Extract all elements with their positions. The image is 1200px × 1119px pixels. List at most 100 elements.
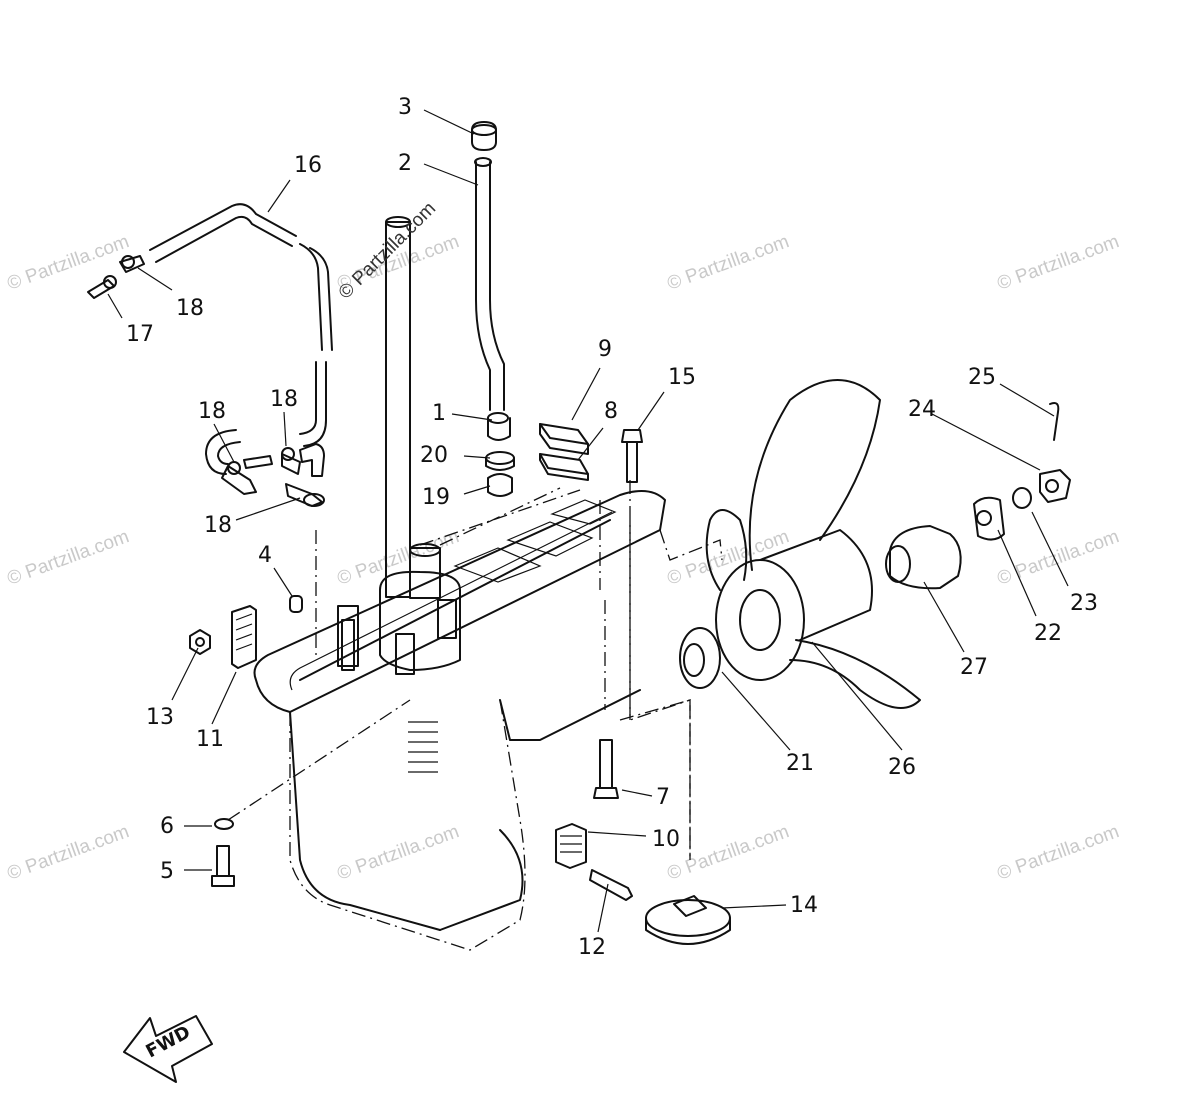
callout-21: 21 bbox=[721, 671, 814, 776]
watermark-layer: © Partzilla.com © Partzilla.com © Partzill… bbox=[5, 231, 1122, 885]
watermark-text: © Partzilla.com bbox=[665, 231, 792, 295]
callout-2: 2 bbox=[398, 151, 479, 186]
callout-number: 11 bbox=[196, 727, 224, 752]
callout-number: 9 bbox=[598, 337, 612, 362]
callout-number: 13 bbox=[146, 705, 174, 730]
callout-18: 18 bbox=[270, 387, 298, 447]
callout-leader bbox=[451, 413, 493, 421]
watermark-text: © Partzilla.com bbox=[335, 821, 462, 885]
callout-leader bbox=[923, 581, 965, 653]
callout-leader bbox=[211, 671, 237, 725]
callout-18: 18 bbox=[137, 267, 204, 321]
callout-13: 13 bbox=[146, 647, 199, 730]
callout-27: 27 bbox=[923, 581, 988, 680]
hose bbox=[149, 203, 333, 477]
callout-number: 16 bbox=[294, 153, 322, 178]
callout-leader bbox=[235, 497, 301, 521]
water-tube bbox=[471, 121, 515, 497]
callout-23: 23 bbox=[1031, 511, 1098, 616]
watermark-text: © Partzilla.com bbox=[5, 821, 132, 885]
callout-leader bbox=[997, 529, 1037, 617]
callout-number: 15 bbox=[668, 365, 696, 390]
watermark-text: © Partzilla.com bbox=[995, 526, 1122, 590]
callout-6: 6 bbox=[160, 814, 212, 839]
callout-leader bbox=[999, 383, 1055, 417]
callout-number: 26 bbox=[888, 755, 916, 780]
callout-22: 22 bbox=[997, 529, 1062, 646]
watermark-text: © Partzilla.com bbox=[665, 821, 792, 885]
callout-17: 17 bbox=[107, 293, 154, 347]
callout-number: 18 bbox=[204, 513, 232, 538]
callout-number: 18 bbox=[198, 399, 226, 424]
callout-leader bbox=[597, 883, 609, 933]
propeller-assembly bbox=[679, 379, 1071, 709]
callout-19: 19 bbox=[422, 485, 491, 510]
callout-15: 15 bbox=[637, 365, 696, 431]
callout-number: 1 bbox=[432, 401, 446, 426]
callout-leader bbox=[621, 789, 653, 797]
callout-1: 1 bbox=[432, 401, 493, 426]
callout-16: 16 bbox=[267, 153, 322, 213]
callout-number: 6 bbox=[160, 814, 174, 839]
callout-number: 2 bbox=[398, 151, 412, 176]
fwd-label: FWD bbox=[142, 1022, 193, 1063]
fwd-arrow: FWD bbox=[123, 1015, 213, 1083]
callout-number: 3 bbox=[398, 95, 412, 120]
callout-9: 9 bbox=[571, 337, 612, 421]
callout-leader bbox=[637, 391, 665, 431]
callout-leader bbox=[463, 485, 491, 495]
callout-leader bbox=[423, 109, 475, 135]
small-parts bbox=[189, 595, 731, 945]
callout-leader bbox=[587, 831, 647, 837]
callout-leader bbox=[171, 647, 199, 701]
callout-leader bbox=[571, 367, 601, 421]
callout-number: 25 bbox=[968, 365, 996, 390]
callout-leader bbox=[931, 413, 1041, 471]
callout-number: 19 bbox=[422, 485, 450, 510]
callout-leader bbox=[273, 567, 293, 597]
callout-number: 5 bbox=[160, 859, 174, 884]
watermark-text: © Partzilla.com bbox=[5, 526, 132, 590]
callout-20: 20 bbox=[420, 443, 491, 468]
callout-12: 12 bbox=[578, 883, 609, 960]
callout-11: 11 bbox=[196, 671, 237, 752]
callout-leader bbox=[107, 293, 123, 319]
callout-26: 26 bbox=[811, 641, 916, 780]
watermark-text: © Partzilla.com bbox=[995, 821, 1122, 885]
callout-10: 10 bbox=[587, 827, 680, 852]
callout-number: 22 bbox=[1034, 621, 1062, 646]
callout-8: 8 bbox=[577, 399, 618, 461]
callout-24: 24 bbox=[908, 397, 1041, 471]
callout-number: 4 bbox=[258, 543, 272, 568]
callout-leader bbox=[463, 455, 491, 459]
callout-leader bbox=[137, 267, 173, 291]
drive-shaft bbox=[385, 216, 411, 598]
callout-leader bbox=[721, 671, 791, 751]
callout-25: 25 bbox=[968, 365, 1055, 417]
callout-number: 23 bbox=[1070, 591, 1098, 616]
callout-number: 18 bbox=[270, 387, 298, 412]
hose-clips bbox=[87, 255, 325, 507]
callout-leader bbox=[811, 641, 903, 751]
callout-18: 18 bbox=[198, 399, 235, 463]
callout-leader bbox=[423, 163, 479, 186]
callout-7: 7 bbox=[621, 785, 670, 810]
callout-number: 18 bbox=[176, 296, 204, 321]
callout-leader bbox=[283, 411, 287, 447]
callout-number: 7 bbox=[656, 785, 670, 810]
callout-3: 3 bbox=[398, 95, 475, 135]
callout-14: 14 bbox=[721, 893, 818, 918]
rubber-plates bbox=[539, 423, 589, 481]
bolt bbox=[621, 429, 643, 483]
callout-18: 18 bbox=[204, 497, 301, 538]
callout-number: 14 bbox=[790, 893, 818, 918]
callout-number: 17 bbox=[126, 322, 154, 347]
callout-number: 20 bbox=[420, 443, 448, 468]
callout-number: 8 bbox=[604, 399, 618, 424]
callout-5: 5 bbox=[160, 859, 212, 884]
callout-number: 24 bbox=[908, 397, 936, 422]
watermark-text: © Partzilla.com bbox=[995, 231, 1122, 295]
callout-4: 4 bbox=[258, 543, 293, 597]
